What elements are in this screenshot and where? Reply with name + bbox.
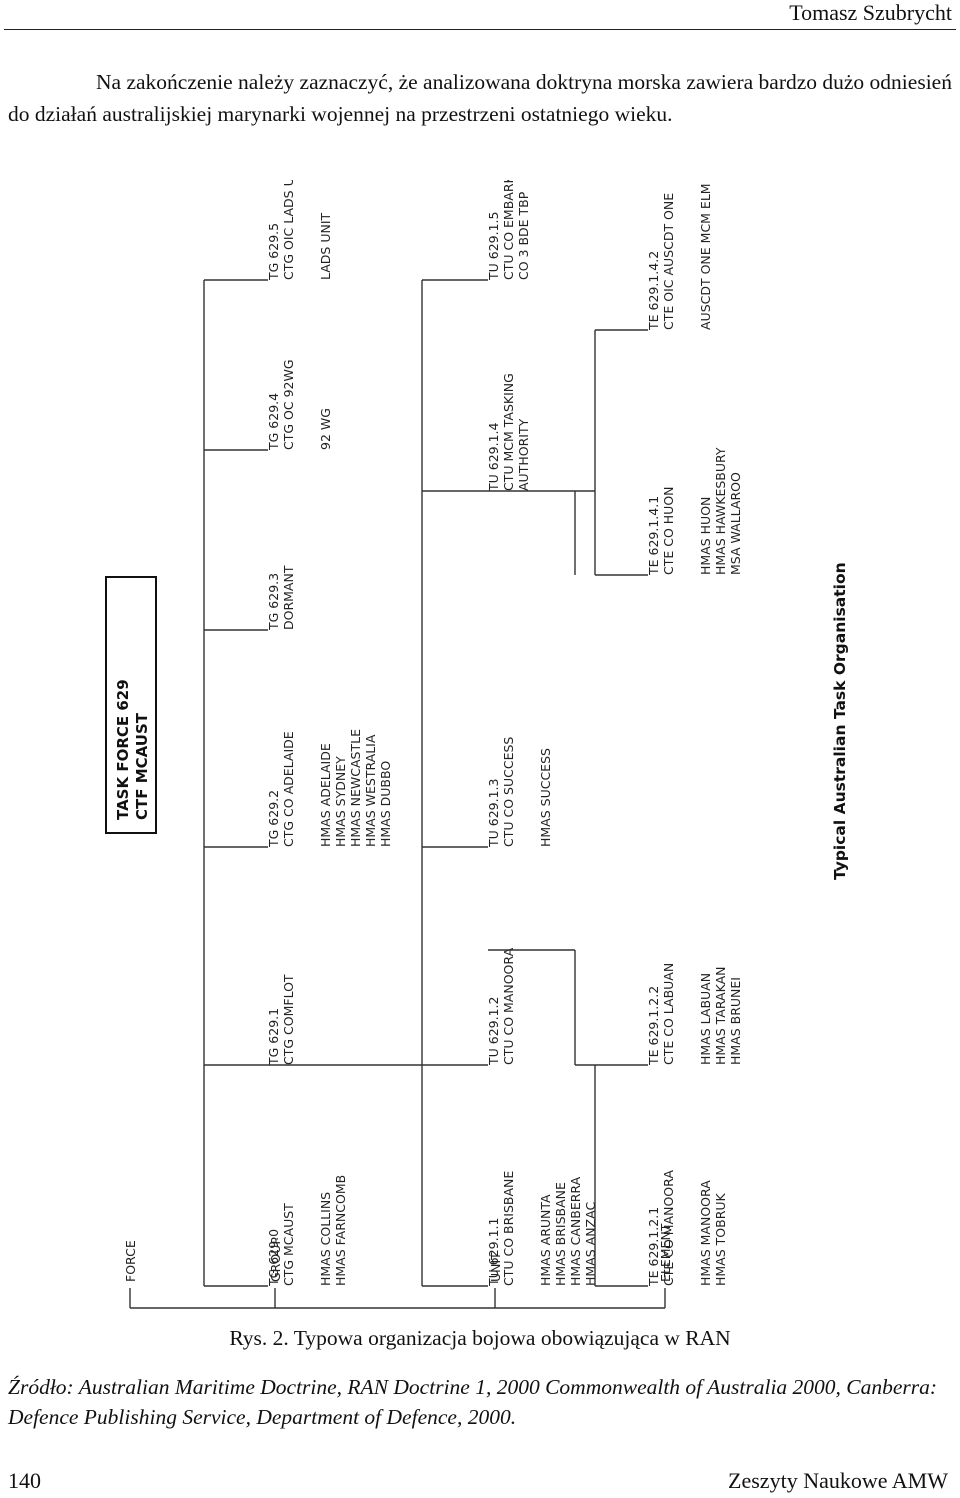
element-label: TE 629.1.2.2CTE CO LABUAN: [646, 963, 676, 1066]
page-number: 140: [8, 1468, 41, 1493]
group-members: HMAS ADELAIDEHMAS SYDNEYHMAS NEWCASTLEHM…: [318, 729, 393, 847]
group-label: TG 629.1CTG COMFLOT: [266, 974, 296, 1066]
element-members: HMAS HUONHMAS HAWKESBURYMSA WALLAROO: [698, 447, 743, 575]
unit-label: TU 629.1.3CTU CO SUCCESS: [486, 737, 516, 848]
figure-source: Źródło: Australian Maritime Doctrine, RA…: [8, 1375, 938, 1429]
unit-label: TU 629.1.5CTU CO EMBARKED FORCESCO 3 BDE…: [486, 180, 531, 281]
org-chart-figure: TASK FORCE 629CTF MCAUST TG 629.0CTG MCAU…: [100, 180, 870, 1315]
element-members: HMAS MANOORAHMAS TOBRUK: [698, 1180, 728, 1286]
element-label: TE 629.1.4.1CTE CO HUON: [646, 486, 676, 576]
body-paragraph: Na zakończenie należy zaznaczyć, że anal…: [8, 70, 952, 126]
group-members: HMAS COLLINSHMAS FARNCOMB: [318, 1175, 348, 1286]
group-label: TG 629.5CTG OIC LADS UNIT: [266, 180, 296, 281]
unit-label: TU 629.1.4CTU MCM TASKINGAUTHORITY: [486, 373, 531, 492]
level-label-group: GROUP: [268, 1237, 283, 1282]
org-chart: TASK FORCE 629CTF MCAUST TG 629.0CTG MCAU…: [105, 180, 849, 1309]
element-members: HMAS LABUANHMAS TARAKANHMAS BRUNEI: [698, 967, 743, 1065]
group-label: TG 629.3DORMANT: [266, 565, 296, 631]
group-label: TG 629.0CTG MCAUST: [266, 1203, 296, 1287]
journal-name: Zeszyty Naukowe AMW: [728, 1468, 948, 1493]
group-label: TG 629.2CTG CO ADELAIDE: [266, 731, 296, 848]
unit-label: TU 629.1.1CTU CO BRISBANE: [486, 1171, 516, 1287]
running-header-author: Tomasz Szubrycht: [789, 0, 952, 25]
task-force-box: [105, 576, 157, 834]
level-label-force: FORCE: [123, 1240, 138, 1282]
group-members: LADS UNIT: [318, 212, 333, 280]
level-label-unit: UNIT: [488, 1252, 503, 1282]
group-members: 92 WG: [318, 408, 333, 450]
level-label-element: ELEMENT: [658, 1223, 673, 1282]
task-force-label: TASK FORCE 629CTF MCAUST: [114, 679, 151, 820]
element-label: TE 629.1.2.1CTE CO MANOORA: [646, 1170, 676, 1287]
unit-label: TU 629.1.2CTU CO MANOORA: [486, 947, 516, 1066]
header-rule: [4, 29, 956, 30]
figure-caption: Rys. 2. Typowa organizacja bojowa obowią…: [229, 1326, 731, 1350]
unit-members: HMAS SUCCESS: [538, 748, 553, 847]
element-members: AUSCDT ONE MCM ELM: [698, 183, 713, 330]
element-label: TE 629.1.4.2CTE OIC AUSCDT ONE: [646, 193, 676, 331]
group-label: TG 629.4CTG OC 92WG: [266, 359, 296, 451]
chart-title: Typical Australian Task Organisation: [831, 562, 849, 880]
unit-members: HMAS ARUNTAHMAS BRISBANEHMAS CANBERRAHMA…: [538, 1176, 598, 1286]
